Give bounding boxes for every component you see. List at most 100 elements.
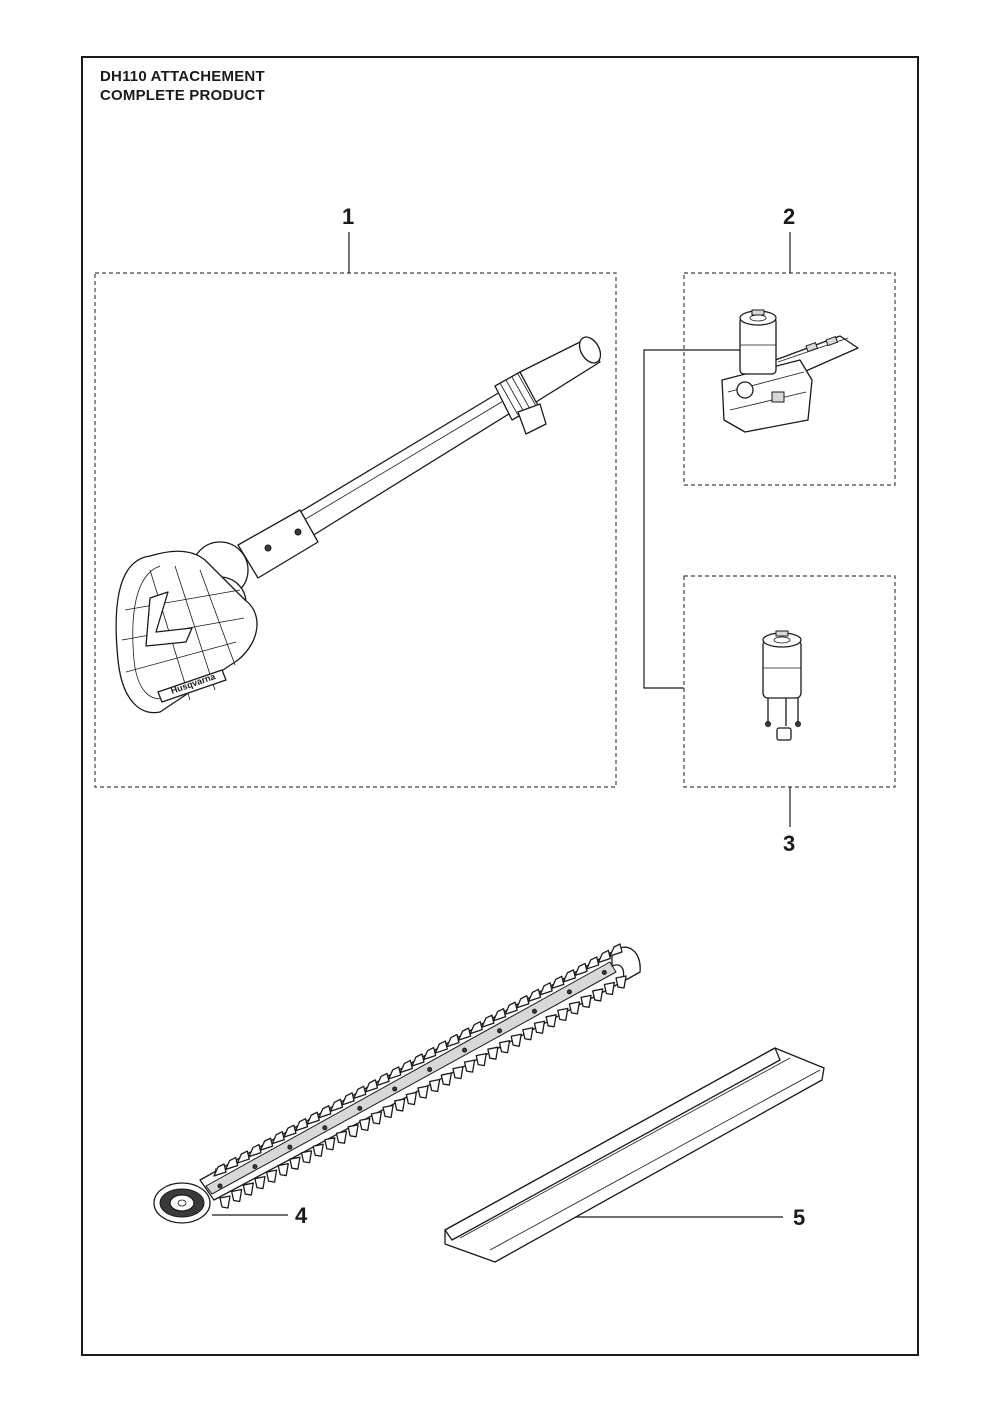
blade-tooth-upper — [259, 1137, 274, 1151]
blade-tooth-upper — [516, 995, 530, 1009]
blade-tooth-lower — [324, 1137, 336, 1151]
blade-part — [153, 946, 641, 1224]
blade-tooth-upper — [597, 949, 612, 964]
blade-tooth-upper — [446, 1033, 460, 1048]
blade-guard-part — [444, 1047, 825, 1263]
blade-tooth-lower — [440, 1072, 452, 1086]
blade-tooth-upper — [422, 1046, 437, 1061]
blade-tooth-lower — [265, 1169, 278, 1183]
blade-tooth-lower — [254, 1175, 266, 1190]
blade-tooth-upper — [574, 962, 588, 977]
bracket-line-2-3 — [643, 349, 741, 689]
blade-tooth-lower — [592, 988, 604, 1002]
blade-tooth-upper — [434, 1040, 448, 1054]
gearbox-assembly-part — [721, 309, 859, 433]
blade-tooth-lower — [242, 1182, 254, 1196]
blade-tooth-upper — [306, 1111, 320, 1125]
blade-tooth-upper — [388, 1066, 402, 1080]
blade-tooth-lower — [289, 1156, 301, 1170]
blade-tooth-upper — [341, 1092, 355, 1106]
blade-rivet — [531, 1008, 537, 1014]
blade-tooth-lower — [219, 1195, 231, 1209]
blade-tooth-lower — [347, 1124, 359, 1138]
shaft-assembly-part: Husqvarna — [115, 336, 602, 714]
blade-tooth-upper — [609, 943, 623, 957]
blade-tooth-upper — [376, 1072, 390, 1087]
callout-1: 1 — [342, 204, 355, 229]
blade-tooth-upper — [457, 1027, 472, 1041]
group-box-1 — [94, 272, 617, 788]
callout-3: 3 — [783, 831, 796, 856]
blade-tooth-lower — [463, 1059, 476, 1073]
blade-tooth-lower — [510, 1033, 522, 1047]
blade-tooth-lower — [545, 1014, 557, 1028]
blade-tooth-upper — [294, 1118, 309, 1132]
blade-tooth-upper — [527, 988, 542, 1002]
title-line-1: DH110 ATTACHEMENT — [100, 68, 265, 85]
callout-4: 4 — [295, 1203, 308, 1228]
blade-tooth-lower — [405, 1091, 418, 1106]
blade-rivet — [462, 1047, 468, 1053]
blade-tooth-lower — [428, 1078, 441, 1093]
motor-part — [762, 630, 802, 741]
blade-tooth-lower — [580, 994, 592, 1009]
blade-tooth-lower — [394, 1098, 406, 1112]
blade-tooth-upper — [481, 1014, 495, 1028]
blade-teeth — [213, 943, 627, 1209]
blade-rivet — [287, 1144, 293, 1150]
blade-tooth-lower — [475, 1053, 487, 1067]
blade-tooth-upper — [248, 1143, 262, 1158]
blade-tooth-lower — [370, 1111, 383, 1125]
blade-tooth-upper — [271, 1131, 285, 1145]
blade-rivet — [217, 1183, 223, 1189]
blade-tooth-upper — [504, 1001, 518, 1015]
blade-tooth-upper — [213, 1163, 227, 1177]
title-line-2: COMPLETE PRODUCT — [100, 87, 265, 104]
blade-tooth-lower — [300, 1150, 313, 1164]
blade-tooth-upper — [411, 1053, 425, 1067]
blade-tooth-lower — [615, 975, 627, 989]
blade-tooth-lower — [487, 1046, 499, 1060]
callout-5: 5 — [793, 1205, 806, 1230]
blade-rivet — [566, 989, 572, 995]
blade-tooth-upper — [364, 1079, 379, 1093]
blade-tooth-upper — [586, 956, 600, 970]
blade-tooth-lower — [277, 1163, 289, 1177]
blade-rivet — [322, 1125, 328, 1131]
blade-tooth-upper — [539, 982, 553, 996]
blade-tooth-lower — [498, 1040, 511, 1054]
blade-tooth-lower — [452, 1065, 464, 1080]
blade-tooth-lower — [417, 1085, 429, 1099]
blade-rivet — [392, 1086, 398, 1092]
page-frame — [81, 56, 919, 1356]
blade-tooth-lower — [557, 1007, 569, 1021]
blade-tooth-upper — [399, 1059, 414, 1074]
blade-tooth-upper — [318, 1105, 332, 1119]
page-title: DH110 ATTACHEMENT COMPLETE PRODUCT — [100, 67, 265, 105]
blade-rivet — [497, 1028, 503, 1034]
blade-tooth-lower — [230, 1188, 243, 1203]
blade-tooth-upper — [551, 975, 565, 990]
blade-rivet — [252, 1164, 258, 1170]
blade-tooth-lower — [533, 1020, 546, 1034]
blade-tooth-upper — [329, 1098, 344, 1112]
blade-rivet — [427, 1067, 433, 1073]
blade-tooth-upper — [224, 1156, 239, 1171]
blade-tooth-lower — [382, 1104, 394, 1119]
blade-tooth-upper — [236, 1150, 250, 1164]
blade-tooth-lower — [312, 1143, 324, 1157]
blade-tooth-upper — [283, 1124, 297, 1138]
blade-rivet — [357, 1105, 363, 1111]
blade-tooth-upper — [353, 1085, 367, 1099]
callout-2: 2 — [783, 204, 796, 229]
blade-tooth-lower — [568, 1001, 581, 1015]
blade-tooth-lower — [335, 1130, 348, 1144]
blade-tooth-upper — [562, 969, 577, 983]
blade-tooth-upper — [469, 1021, 483, 1035]
blade-tooth-lower — [603, 981, 616, 996]
blade-tooth-lower — [522, 1027, 534, 1041]
blade-tooth-upper — [492, 1008, 507, 1022]
blade-tooth-lower — [359, 1117, 371, 1131]
blade-rivet — [601, 969, 607, 975]
